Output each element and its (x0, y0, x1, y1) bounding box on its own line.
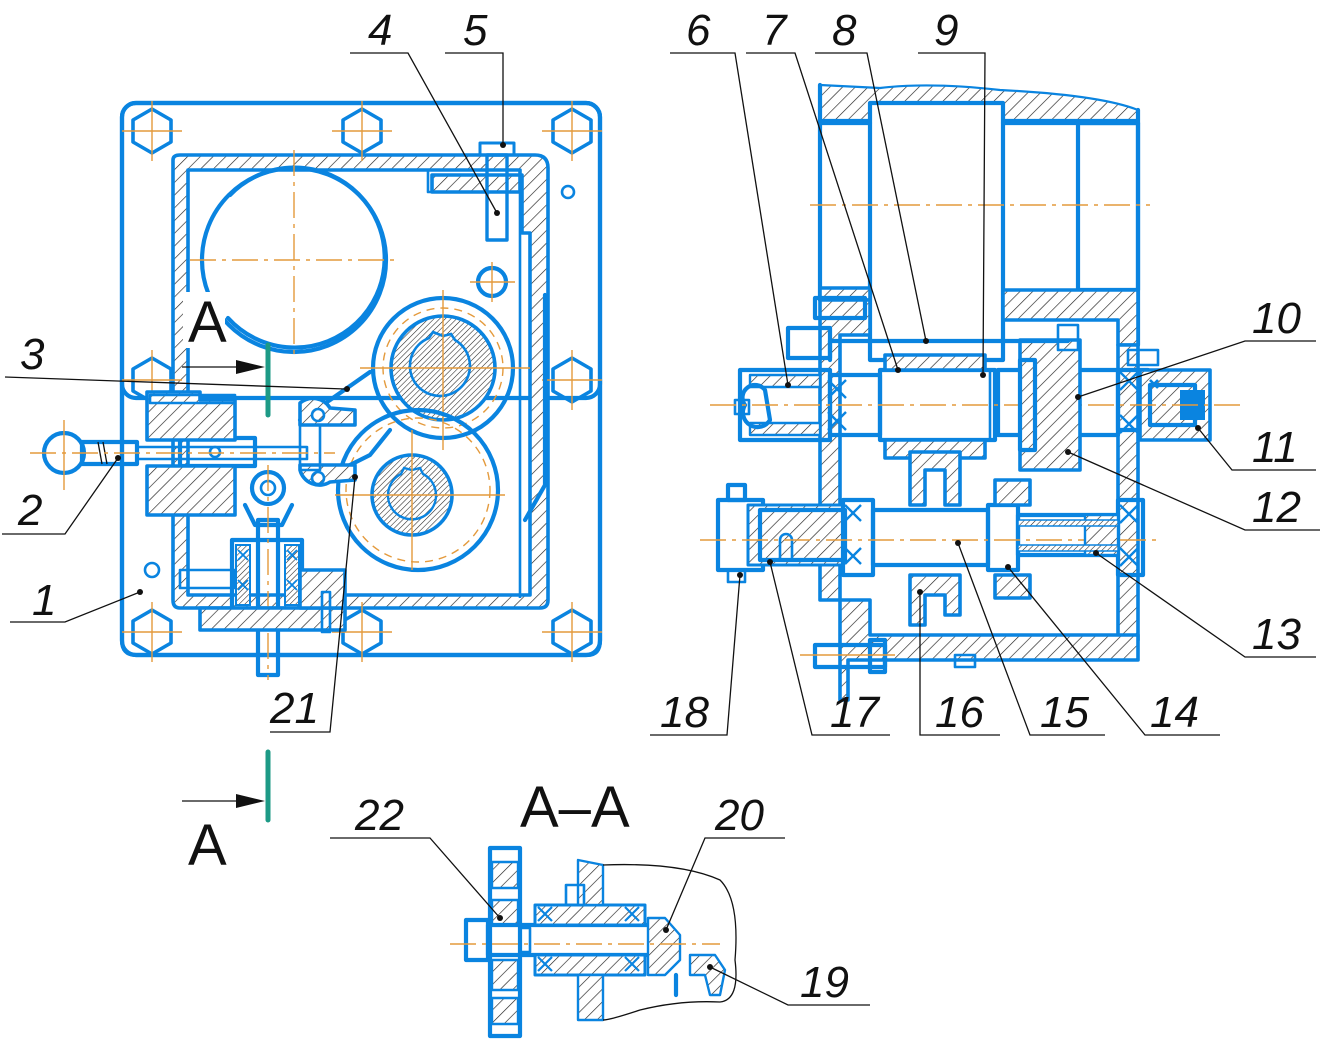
callout-14: 14 (1150, 688, 1199, 737)
callout-4: 4 (368, 6, 392, 55)
callout-16: 16 (935, 688, 984, 737)
bolt-icon (330, 99, 394, 163)
callout-11: 11 (1252, 423, 1298, 472)
callout-5: 5 (463, 6, 488, 55)
front-view: A A (30, 99, 604, 878)
callout-20: 20 (714, 791, 764, 840)
callout-3: 3 (20, 330, 45, 379)
callout-2: 2 (17, 486, 42, 535)
bolt-icon (120, 99, 184, 163)
section-title: A–A (520, 775, 630, 840)
callouts: 1 2 3 4 5 6 7 8 9 10 11 12 13 (2, 6, 1320, 1007)
callout-8: 8 (832, 6, 857, 55)
cut-marker-top: A (188, 290, 227, 355)
callout-9: 9 (934, 6, 958, 55)
cut-marker-bottom: A (188, 813, 227, 878)
callout-22: 22 (354, 791, 404, 840)
callout-18: 18 (660, 688, 709, 737)
callout-15: 15 (1040, 688, 1089, 737)
section-a-a: A–A (450, 775, 737, 1039)
callout-6: 6 (686, 6, 711, 55)
side-section-view (700, 82, 1240, 702)
callout-10: 10 (1252, 294, 1301, 343)
callout-7: 7 (762, 6, 788, 55)
callout-19: 19 (800, 958, 849, 1007)
callout-1: 1 (32, 576, 56, 625)
callout-17: 17 (830, 688, 880, 737)
callout-21: 21 (269, 684, 319, 733)
bolt-icon (540, 99, 604, 163)
callout-13: 13 (1252, 610, 1301, 659)
bolt-icon (540, 348, 604, 412)
callout-12: 12 (1252, 483, 1301, 532)
